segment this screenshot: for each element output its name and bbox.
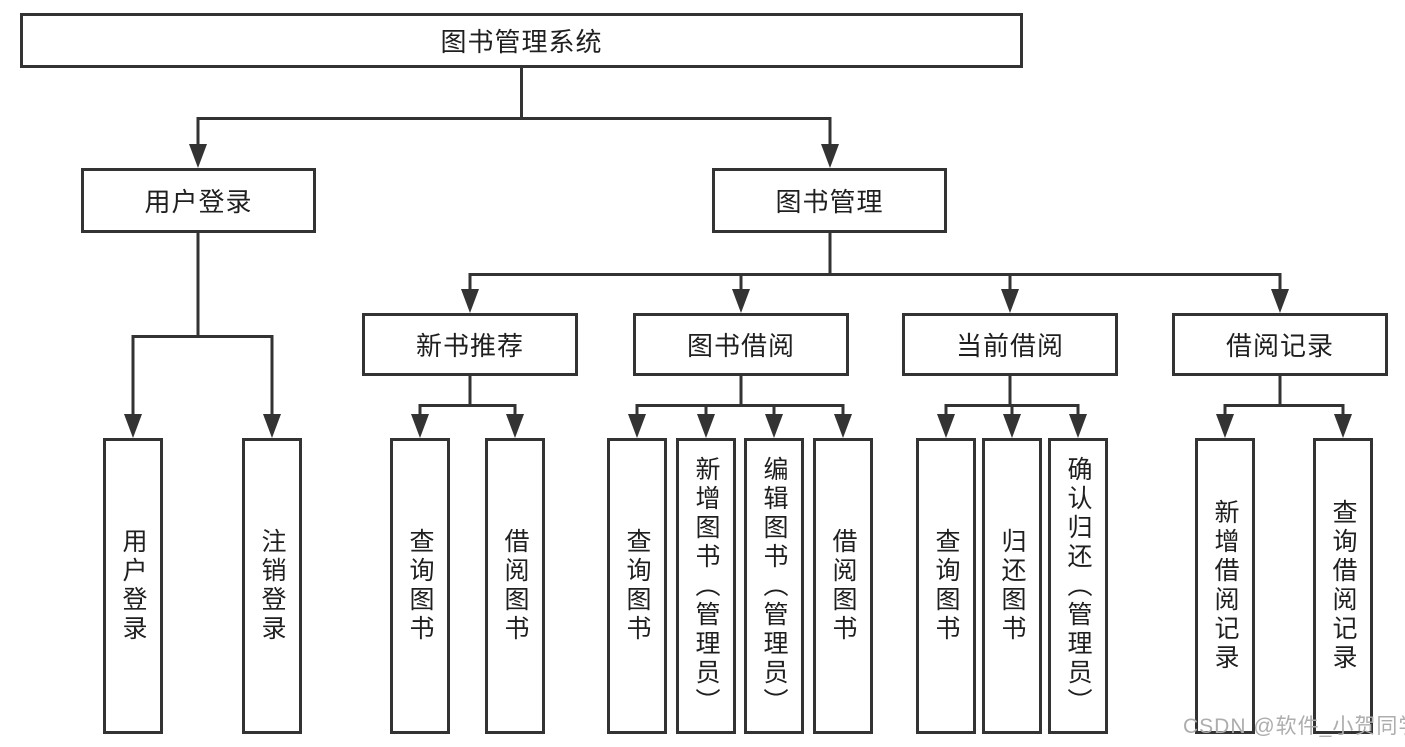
leaf-user-login: 用户登录 [103,438,163,734]
arrow-down-icon [834,414,852,438]
leaf-label: 编辑图书（管理员） [760,455,788,717]
arrow-down-icon [732,289,750,313]
node-label: 当前借阅 [955,331,1064,361]
node-book-management: 图书管理 [712,168,947,233]
arrow-down-icon [1216,414,1234,438]
arrow-down-icon [1069,414,1087,438]
node-user-login: 用户登录 [81,168,316,233]
node-label: 借阅记录 [1225,331,1334,361]
arrow-down-icon [1271,289,1289,313]
leaf-borrow-books-borrowing: 借阅图书 [813,438,873,734]
leaf-label: 查询图书 [932,528,960,644]
leaf-query-books-borrowing: 查询图书 [607,438,667,734]
leaf-confirm-return-admin: 确认归还（管理员） [1048,438,1108,734]
leaf-label: 新增图书（管理员） [692,455,720,717]
leaf-label: 借阅图书 [501,528,529,644]
arrow-down-icon [461,289,479,313]
node-label: 新书推荐 [415,331,524,361]
leaf-query-borrow-record: 查询借阅记录 [1313,438,1373,734]
leaf-add-book-admin: 新增图书（管理员） [676,438,736,734]
leaf-borrow-books-recommend: 借阅图书 [485,438,545,734]
leaf-logout: 注销登录 [242,438,302,734]
arrow-down-icon [411,414,429,438]
arrow-down-icon [124,414,142,438]
leaf-label: 归还图书 [998,528,1026,644]
leaf-label: 用户登录 [119,528,147,644]
node-borrowing-records: 借阅记录 [1172,313,1388,376]
arrow-down-icon [506,414,524,438]
leaf-query-books-recommend: 查询图书 [390,438,450,734]
connector-paths [131,67,1345,422]
node-label: 用户登录 [144,187,253,217]
node-new-book-recommendation: 新书推荐 [362,313,578,376]
arrowhead-icons [124,144,1352,438]
leaf-add-borrow-record: 新增借阅记录 [1195,438,1255,734]
leaf-edit-book-admin: 编辑图书（管理员） [744,438,804,734]
node-current-borrowing: 当前借阅 [902,313,1118,376]
arrow-down-icon [697,414,715,438]
arrow-down-icon [189,144,207,168]
arrow-down-icon [1334,414,1352,438]
leaf-label: 借阅图书 [829,528,857,644]
leaf-query-books-current: 查询图书 [916,438,976,734]
arrow-down-icon [1003,414,1021,438]
arrow-down-icon [937,414,955,438]
arrow-down-icon [628,414,646,438]
node-label: 图书借阅 [686,331,795,361]
leaf-return-books: 归还图书 [982,438,1042,734]
arrow-down-icon [821,144,839,168]
leaf-label: 查询借阅记录 [1329,499,1357,673]
arrow-down-icon [1001,289,1019,313]
arrow-down-icon [263,414,281,438]
leaf-label: 注销登录 [258,528,286,644]
leaf-label: 确认归还（管理员） [1064,455,1092,717]
leaf-label: 查询图书 [623,528,651,644]
node-label: 图书管理 [775,187,884,217]
watermark: CSDN @软件_小贺同学 [1183,715,1405,738]
node-library-management-system: 图书管理系统 [20,13,1023,68]
node-book-borrowing: 图书借阅 [633,313,849,376]
leaf-label: 新增借阅记录 [1211,499,1239,673]
arrow-down-icon [765,414,783,438]
node-label: 图书管理系统 [440,27,603,57]
leaf-label: 查询图书 [406,528,434,644]
